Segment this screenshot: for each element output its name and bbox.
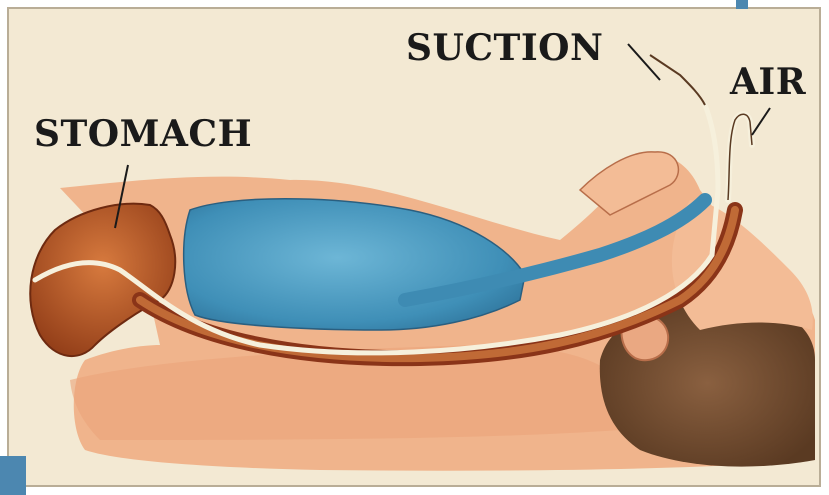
suction-label: SUCTION: [406, 30, 603, 66]
air-label: AIR: [730, 64, 806, 100]
accent-bar-top-right: [736, 0, 748, 9]
accent-bar-bottom-left: [0, 456, 26, 495]
stomach-label: STOMACH: [34, 116, 252, 152]
